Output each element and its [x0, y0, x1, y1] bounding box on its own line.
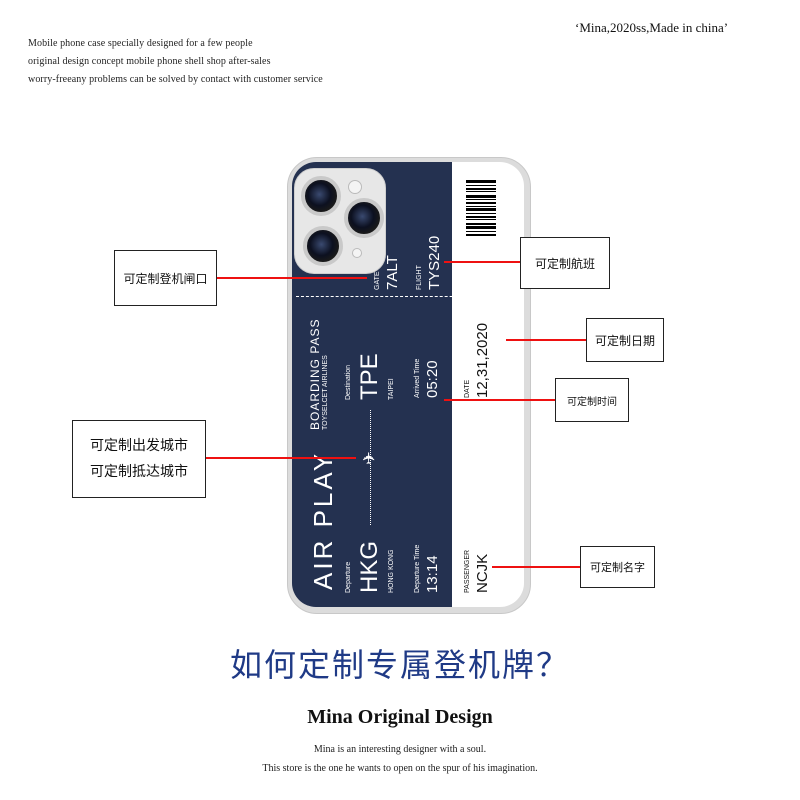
boarding-pass-label: BOARDING PASS [308, 318, 322, 430]
airline-name: TOYSELCET AIRLINES [322, 355, 329, 430]
annotation-arrival-city: 可定制抵达城市 [90, 464, 188, 480]
tagline-line-1: Mobile phone case specially designed for… [28, 38, 253, 49]
annotation-gate: 可定制登机闸口 [114, 250, 217, 306]
flight-path-line [370, 410, 371, 525]
destination-city: TAIPEI [388, 378, 395, 400]
microphone-icon [352, 248, 362, 258]
annotation-name: 可定制名字 [580, 546, 655, 588]
gate-label: GATE [374, 271, 381, 290]
camera-lens-icon [303, 226, 343, 266]
arrived-time-label: Arrived Time [414, 358, 421, 398]
annotation-flight: 可定制航班 [520, 237, 610, 289]
passenger-value: NCJK [474, 553, 491, 593]
ticket-white-stub [452, 162, 524, 607]
destination-code: TPE [356, 353, 383, 400]
passenger-label: PASSENGER [464, 549, 471, 593]
page-title: 如何定制专属登机牌？ [229, 646, 570, 684]
annotation-time-line [444, 399, 555, 401]
annotation-flight-line [444, 261, 520, 263]
ticket-title: AIR PLAY [308, 450, 338, 590]
ticket-perforation [296, 296, 522, 297]
camera-lens-icon [301, 176, 341, 216]
barcode-icon [466, 180, 496, 240]
annotation-cities-line [206, 457, 356, 459]
departure-label: Departure [345, 561, 352, 593]
camera-lens-icon [344, 198, 384, 238]
about-line-1: Mina is an interesting designer with a s… [313, 744, 487, 755]
about-line-2: This store is the one he wants to open o… [262, 763, 538, 774]
annotation-date-line [506, 339, 586, 341]
arrived-time: 05:20 [424, 360, 441, 398]
plane-icon: ✈ [361, 451, 379, 465]
tagline-line-2: original design concept mobile phone she… [28, 56, 271, 67]
departure-time-label: Departure Time [414, 544, 421, 593]
annotation-departure-city: 可定制出发城市 [90, 438, 188, 454]
departure-city: HONG KONG [388, 549, 395, 593]
annotation-time: 可定制时间 [555, 378, 629, 422]
tagline-line-3: worry-freeany problems can be solved by … [28, 74, 323, 85]
annotation-cities: 可定制出发城市 可定制抵达城市 [72, 420, 206, 498]
brand-subtitle: Mina Original Design [307, 706, 493, 728]
date-value: 12,31,2020 [474, 322, 491, 398]
departure-code: HKG [356, 540, 383, 593]
departure-time: 13:14 [424, 555, 441, 593]
annotation-date: 可定制日期 [586, 318, 664, 362]
destination-label: Destination [345, 364, 352, 400]
annotation-gate-line [217, 277, 367, 279]
flight-value: TYS240 [426, 235, 443, 290]
gate-value: 7ALT [384, 255, 401, 290]
brand-tagline: ‘Mina,2020ss,Made in china’ [575, 20, 729, 35]
flight-label: FLIGHT [416, 265, 423, 290]
annotation-name-line [492, 566, 580, 568]
date-label: DATE [464, 379, 471, 398]
flash-icon [348, 180, 362, 194]
